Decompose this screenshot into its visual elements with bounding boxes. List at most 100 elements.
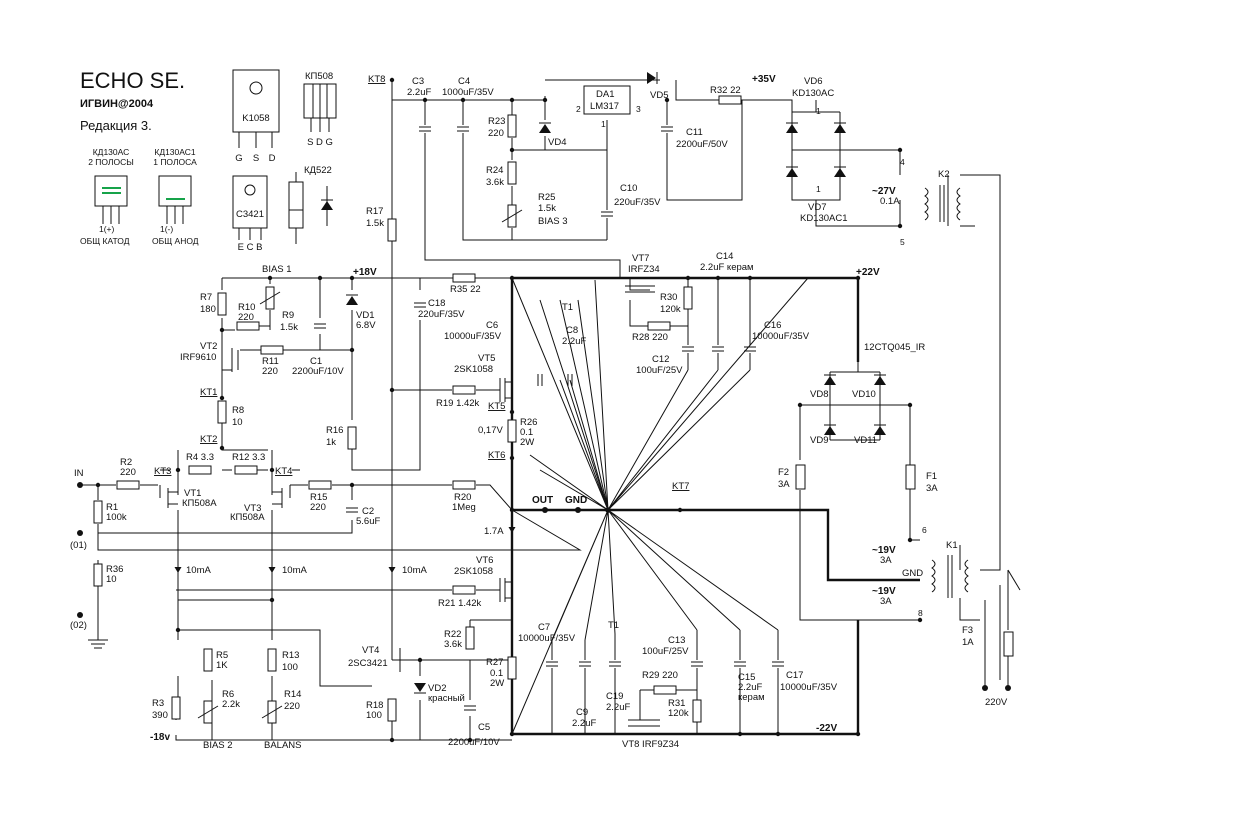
svg-text:R13: R13 (282, 650, 299, 661)
svg-text:R7: R7 (200, 292, 212, 303)
svg-text:0,17V: 0,17V (478, 425, 503, 436)
svg-text:2.2uF: 2.2uF (572, 718, 596, 729)
svg-text:IRF9610: IRF9610 (180, 352, 216, 363)
svg-text:VT5: VT5 (478, 353, 495, 364)
svg-text:KT2: KT2 (200, 434, 217, 445)
svg-text:C19: C19 (606, 691, 623, 702)
svg-text:VD5: VD5 (650, 90, 668, 101)
rail-p22: +22V (856, 267, 880, 278)
svg-text:VT3: VT3 (244, 503, 261, 514)
svg-text:2.2uF: 2.2uF (738, 682, 762, 693)
svg-text:2.2uF: 2.2uF (407, 87, 431, 98)
svg-text:K1: K1 (946, 540, 958, 551)
svg-text:R23: R23 (488, 116, 505, 127)
svg-text:120k: 120k (668, 708, 689, 719)
svg-text:C5: C5 (478, 722, 490, 733)
svg-text:220: 220 (310, 502, 326, 513)
svg-text:1Meg: 1Meg (452, 502, 476, 513)
svg-text:10000uF/35V: 10000uF/35V (518, 633, 576, 644)
legend-kp508: КП508 S D G (303, 71, 337, 148)
svg-text:1: 1 (601, 119, 606, 129)
svg-text:100: 100 (282, 662, 298, 673)
svg-text:R4 3.3: R4 3.3 (186, 452, 214, 463)
svg-text:BIAS 1: BIAS 1 (262, 264, 292, 275)
svg-text:R26: R26 (520, 417, 537, 428)
svg-text:100: 100 (366, 710, 382, 721)
title-revision: Редакция 3. (80, 118, 152, 133)
svg-text:10000uF/35V: 10000uF/35V (780, 682, 838, 693)
svg-text:R29 220: R29 220 (642, 670, 678, 681)
svg-text:390: 390 (152, 710, 168, 721)
svg-text:GND: GND (565, 495, 587, 506)
svg-text:R22: R22 (444, 629, 461, 640)
svg-text:~19V: ~19V (872, 586, 896, 597)
svg-text:C13: C13 (668, 635, 685, 646)
svg-text:100uF/25V: 100uF/25V (636, 365, 683, 376)
svg-text:GND: GND (902, 568, 923, 579)
svg-text:10: 10 (232, 417, 243, 428)
svg-text:C4: C4 (458, 76, 470, 87)
svg-text:3A: 3A (880, 596, 892, 607)
svg-text:красный: красный (428, 693, 465, 704)
svg-text:D: D (269, 153, 276, 164)
svg-text:100uF/25V: 100uF/25V (642, 646, 689, 657)
svg-text:C14: C14 (716, 251, 733, 262)
svg-text:VD8: VD8 (810, 389, 828, 400)
svg-text:OUT: OUT (532, 495, 553, 506)
svg-text:VT2: VT2 (200, 341, 217, 352)
svg-text:R6: R6 (222, 689, 234, 700)
svg-text:C11: C11 (686, 127, 703, 138)
junctions (95, 97, 923, 743)
svg-text:2W: 2W (490, 678, 504, 689)
svg-text:C15: C15 (738, 672, 755, 683)
svg-text:220uF/35V: 220uF/35V (418, 309, 465, 320)
svg-text:R5: R5 (216, 650, 228, 661)
wires (80, 79, 1009, 741)
svg-text:KT5: KT5 (488, 401, 505, 412)
svg-text:R19 1.42k: R19 1.42k (436, 398, 480, 409)
svg-text:KT3: KT3 (154, 466, 171, 477)
svg-text:T1: T1 (562, 302, 573, 313)
svg-text:керам: керам (738, 692, 765, 703)
svg-text:1A: 1A (962, 637, 974, 648)
svg-text:~19V: ~19V (872, 545, 896, 556)
svg-text:0.1: 0.1 (490, 668, 503, 679)
svg-text:КП508А: КП508А (230, 512, 265, 523)
svg-text:VD6: VD6 (804, 76, 822, 87)
svg-text:C6: C6 (486, 320, 498, 331)
svg-text:R17: R17 (366, 206, 383, 217)
svg-text:R12 3.3: R12 3.3 (232, 452, 265, 463)
svg-text:2200uF/10V: 2200uF/10V (292, 366, 344, 377)
legend-c3421: C3421 E C B (232, 175, 268, 253)
svg-text:VT4: VT4 (362, 645, 379, 656)
svg-text:1.7A: 1.7A (484, 526, 504, 537)
regulator-da1: DA1 LM317 2 3 1 (576, 85, 641, 129)
svg-text:VD1: VD1 (356, 310, 374, 321)
svg-text:5: 5 (900, 237, 905, 247)
svg-text:10: 10 (106, 574, 117, 585)
rail-m18: -18v (150, 732, 170, 743)
svg-text:10000uF/35V: 10000uF/35V (444, 331, 502, 342)
svg-text:T1: T1 (608, 620, 619, 631)
svg-text:R21 1.42k: R21 1.42k (438, 598, 482, 609)
svg-text:КД522: КД522 (304, 165, 332, 176)
svg-text:C2: C2 (362, 506, 374, 517)
svg-text:IRFZ34: IRFZ34 (628, 264, 660, 275)
svg-text:K1058: K1058 (242, 113, 269, 124)
svg-text:(01): (01) (70, 540, 87, 551)
svg-text:1(+): 1(+) (99, 224, 115, 234)
svg-text:1 ПОЛОСА: 1 ПОЛОСА (153, 157, 197, 167)
svg-text:R8: R8 (232, 405, 244, 416)
svg-text:КП508А: КП508А (182, 498, 217, 509)
misc-labels: BIAS 1 BIAS 2 BIAS 3 BALANS T1 T1 1 1 4 … (203, 106, 927, 751)
svg-text:220V: 220V (985, 697, 1008, 708)
io-nodes: IN (01) (02) OUT GND GND 220V (70, 468, 1011, 708)
svg-text:R24: R24 (486, 165, 503, 176)
svg-text:VD11: VD11 (854, 435, 877, 446)
svg-text:10000uF/35V: 10000uF/35V (752, 331, 810, 342)
svg-text:R1: R1 (106, 502, 118, 513)
svg-text:VD10: VD10 (852, 389, 876, 400)
svg-text:VT7: VT7 (632, 253, 649, 264)
svg-text:R27: R27 (486, 657, 503, 668)
